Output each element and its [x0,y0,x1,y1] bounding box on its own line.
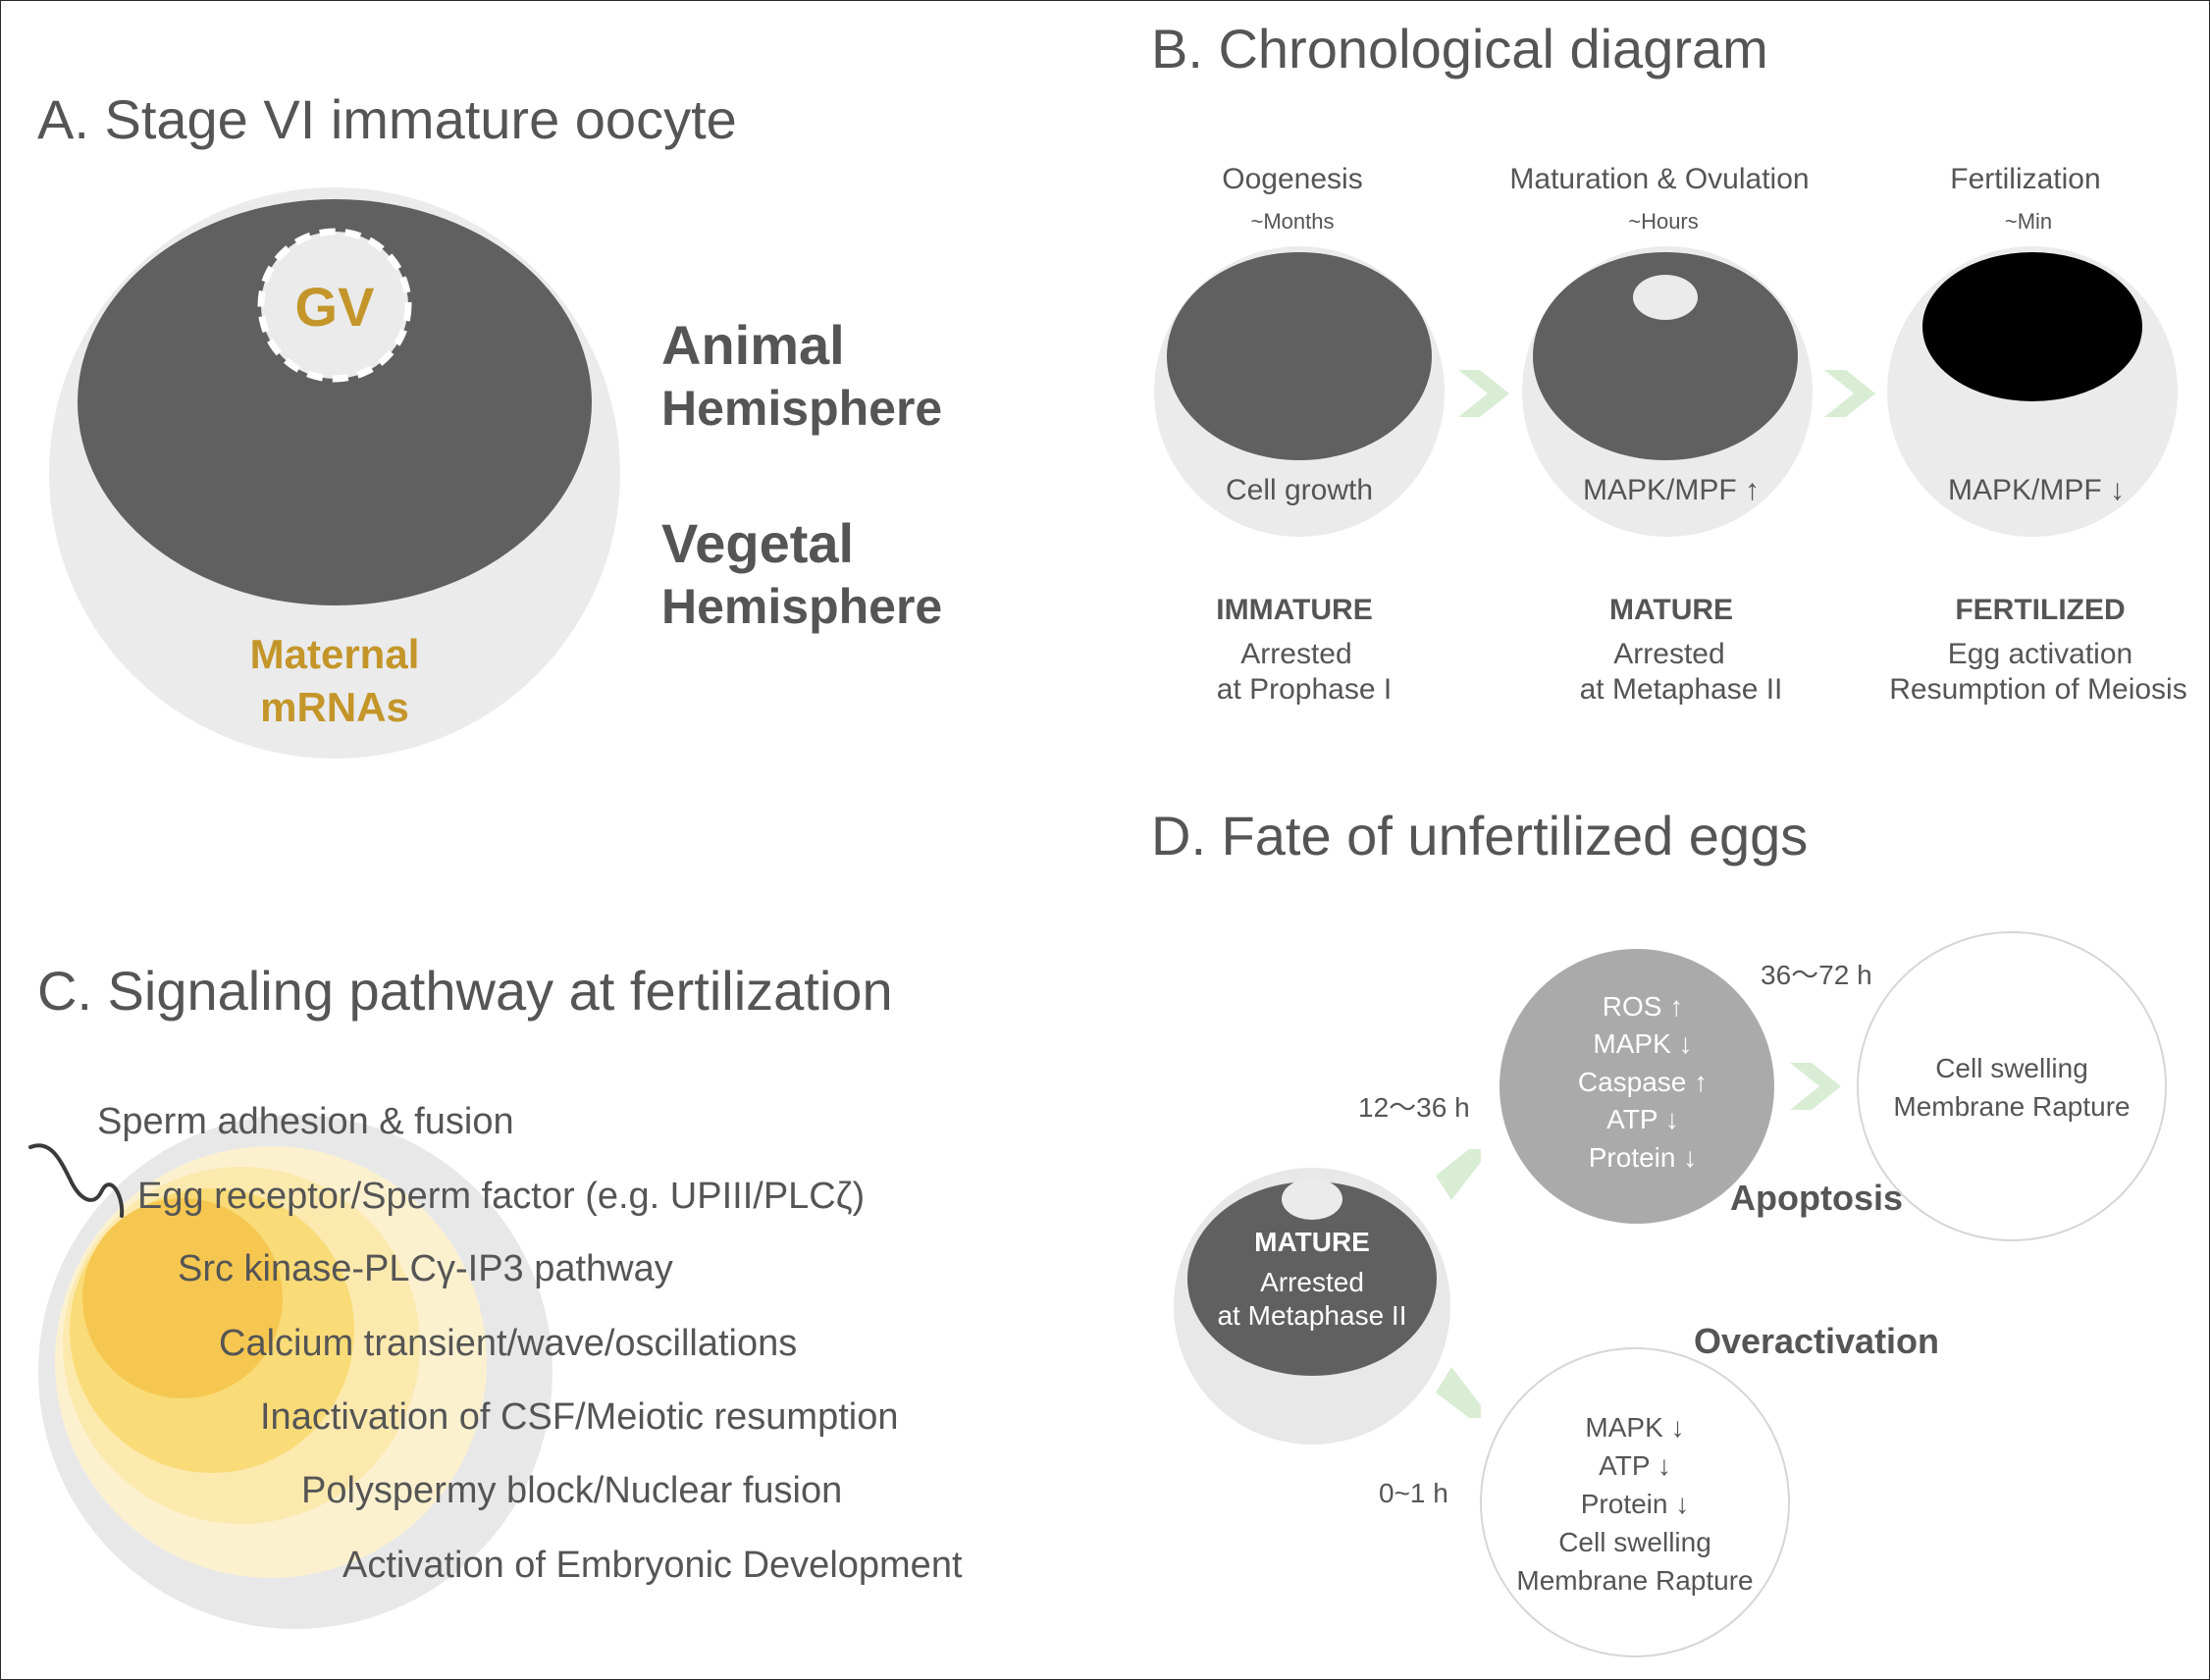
germinal-vesicle [1633,275,1698,320]
arrow-down-right-icon [1436,1367,1481,1418]
apoptosis-marker: ROS ↑ [1603,991,1683,1022]
stage-desc-line2: at Metaphase II [1580,673,1783,706]
stage-oogenesis: Oogenesis ~Months Cell growth IMMATURE A… [1154,163,1445,706]
panel-c-title: C. Signaling pathway at fertilization [37,960,893,1022]
egg-cytoplasm [1533,252,1798,460]
stage-state-label: MATURE [1609,594,1733,626]
egg-inside-label: Cell growth [1226,474,1373,506]
pathway-step: Polyspermy block/Nuclear fusion [301,1470,842,1511]
stage-state-label: FERTILIZED [1955,594,2125,626]
pathway-step: Activation of Embryonic Development [342,1545,963,1586]
pathway-step: Calcium transient/wave/oscillations [219,1323,797,1364]
apoptosis-egg [1500,949,1774,1224]
time-apoptosis-label: 12～36 h [1358,1092,1470,1123]
overactivation-marker: Cell swelling [1558,1527,1711,1557]
vegetal-label-line1: Vegetal [661,512,854,574]
apoptosis-marker: Caspase ↑ [1578,1067,1708,1097]
sperm-icon [28,1143,125,1218]
overactivation-label: Overactivation [1694,1321,1939,1361]
egg-inside-label: MAPK/MPF ↑ [1583,474,1760,506]
arrow-chevron-icon [1458,370,1509,417]
pathway-step: Src kinase-PLCγ-IP3 pathway [178,1248,673,1289]
vegetal-label-line2: Hemisphere [661,579,942,634]
overactivation-marker: ATP ↓ [1599,1450,1671,1481]
animal-hemisphere-shape [78,199,592,605]
germinal-vesicle [257,228,412,383]
stage-state-label: IMMATURE [1216,594,1372,626]
overactivation-circle [1480,1347,1790,1657]
animal-label-line2: Hemisphere [661,381,942,436]
stage-desc-line1: Arrested [1240,638,1351,670]
mature-desc-line1: Arrested [1260,1267,1364,1297]
apoptosis-label: Apoptosis [1730,1178,1903,1218]
stage-phase-label: Fertilization [1950,163,2100,195]
arrow-chevron-icon [1824,370,1875,417]
stage-fertilization: Fertilization ~Min MAPK/MPF ↓ FERTILIZED… [1887,163,2187,706]
germinal-vesicle [1282,1179,1342,1220]
stage-phase-label: Maturation & Ovulation [1509,163,1809,195]
pathway-step: Inactivation of CSF/Meiotic resumption [260,1396,899,1438]
egg-cytoplasm [1167,252,1432,460]
time-overactivation-label: 0~1 h [1379,1478,1448,1508]
egg-layer-deep [82,1198,283,1398]
time-late-label: 36～72 h [1761,960,1872,990]
stage-phase-label: Oogenesis [1222,163,1362,195]
panel-d: D. Fate of unfertilized eggs MATURE Arre… [1151,805,2167,1657]
stage-duration-label: ~Months [1251,209,1335,234]
late-outcome-line2: Membrane Rapture [1893,1091,2130,1122]
panel-c: C. Signaling pathway at fertilization Sp… [28,960,963,1629]
maternal-label-line2: mRNAs [260,684,409,730]
arrow-chevron-icon [1790,1063,1841,1110]
stage-desc-line2: Resumption of Meiosis [1889,673,2186,706]
apoptosis-marker: MAPK ↓ [1593,1028,1692,1059]
apoptosis-marker: ATP ↓ [1606,1104,1679,1134]
panel-b: B. Chronological diagram Oogenesis ~Mont… [1151,18,2187,706]
overactivation-marker: Membrane Rapture [1516,1565,1753,1596]
stage-maturation: Maturation & Ovulation ~Hours MAPK/MPF ↑… [1509,163,1813,706]
late-outcome-line1: Cell swelling [1935,1053,2088,1083]
mature-egg-cytoplasm [1187,1181,1437,1376]
maternal-label-line1: Maternal [250,631,420,677]
mature-title: MATURE [1254,1227,1370,1257]
egg-inside-label: MAPK/MPF ↓ [1948,474,2125,506]
gv-label: GV [295,276,375,338]
mature-desc-line2: at Metaphase II [1217,1300,1406,1331]
panel-d-title: D. Fate of unfertilized eggs [1151,805,1808,866]
panel-b-title: B. Chronological diagram [1151,18,1768,79]
late-outcome-circle [1857,931,2167,1241]
stage-duration-label: ~Min [2005,209,2052,234]
stage-desc-line1: Egg activation [1948,638,2132,670]
stage-desc-line1: Arrested [1613,638,1724,670]
stage-desc-line2: at Prophase I [1217,673,1392,706]
overactivation-marker: MAPK ↓ [1585,1412,1684,1443]
animal-label-line1: Animal [661,314,845,376]
panel-a-title: A. Stage VI immature oocyte [37,88,737,150]
overactivation-marker: Protein ↓ [1581,1489,1690,1519]
pathway-step: Sperm adhesion & fusion [97,1101,514,1142]
arrow-up-right-icon [1436,1149,1481,1200]
panel-a: A. Stage VI immature oocyte GV Maternal … [37,88,942,759]
egg-cytoplasm-activated [1922,252,2142,401]
apoptosis-marker: Protein ↓ [1589,1142,1698,1173]
pathway-step: Egg receptor/Sperm factor (e.g. UPIII/PL… [137,1176,865,1217]
stage-duration-label: ~Hours [1628,209,1699,234]
